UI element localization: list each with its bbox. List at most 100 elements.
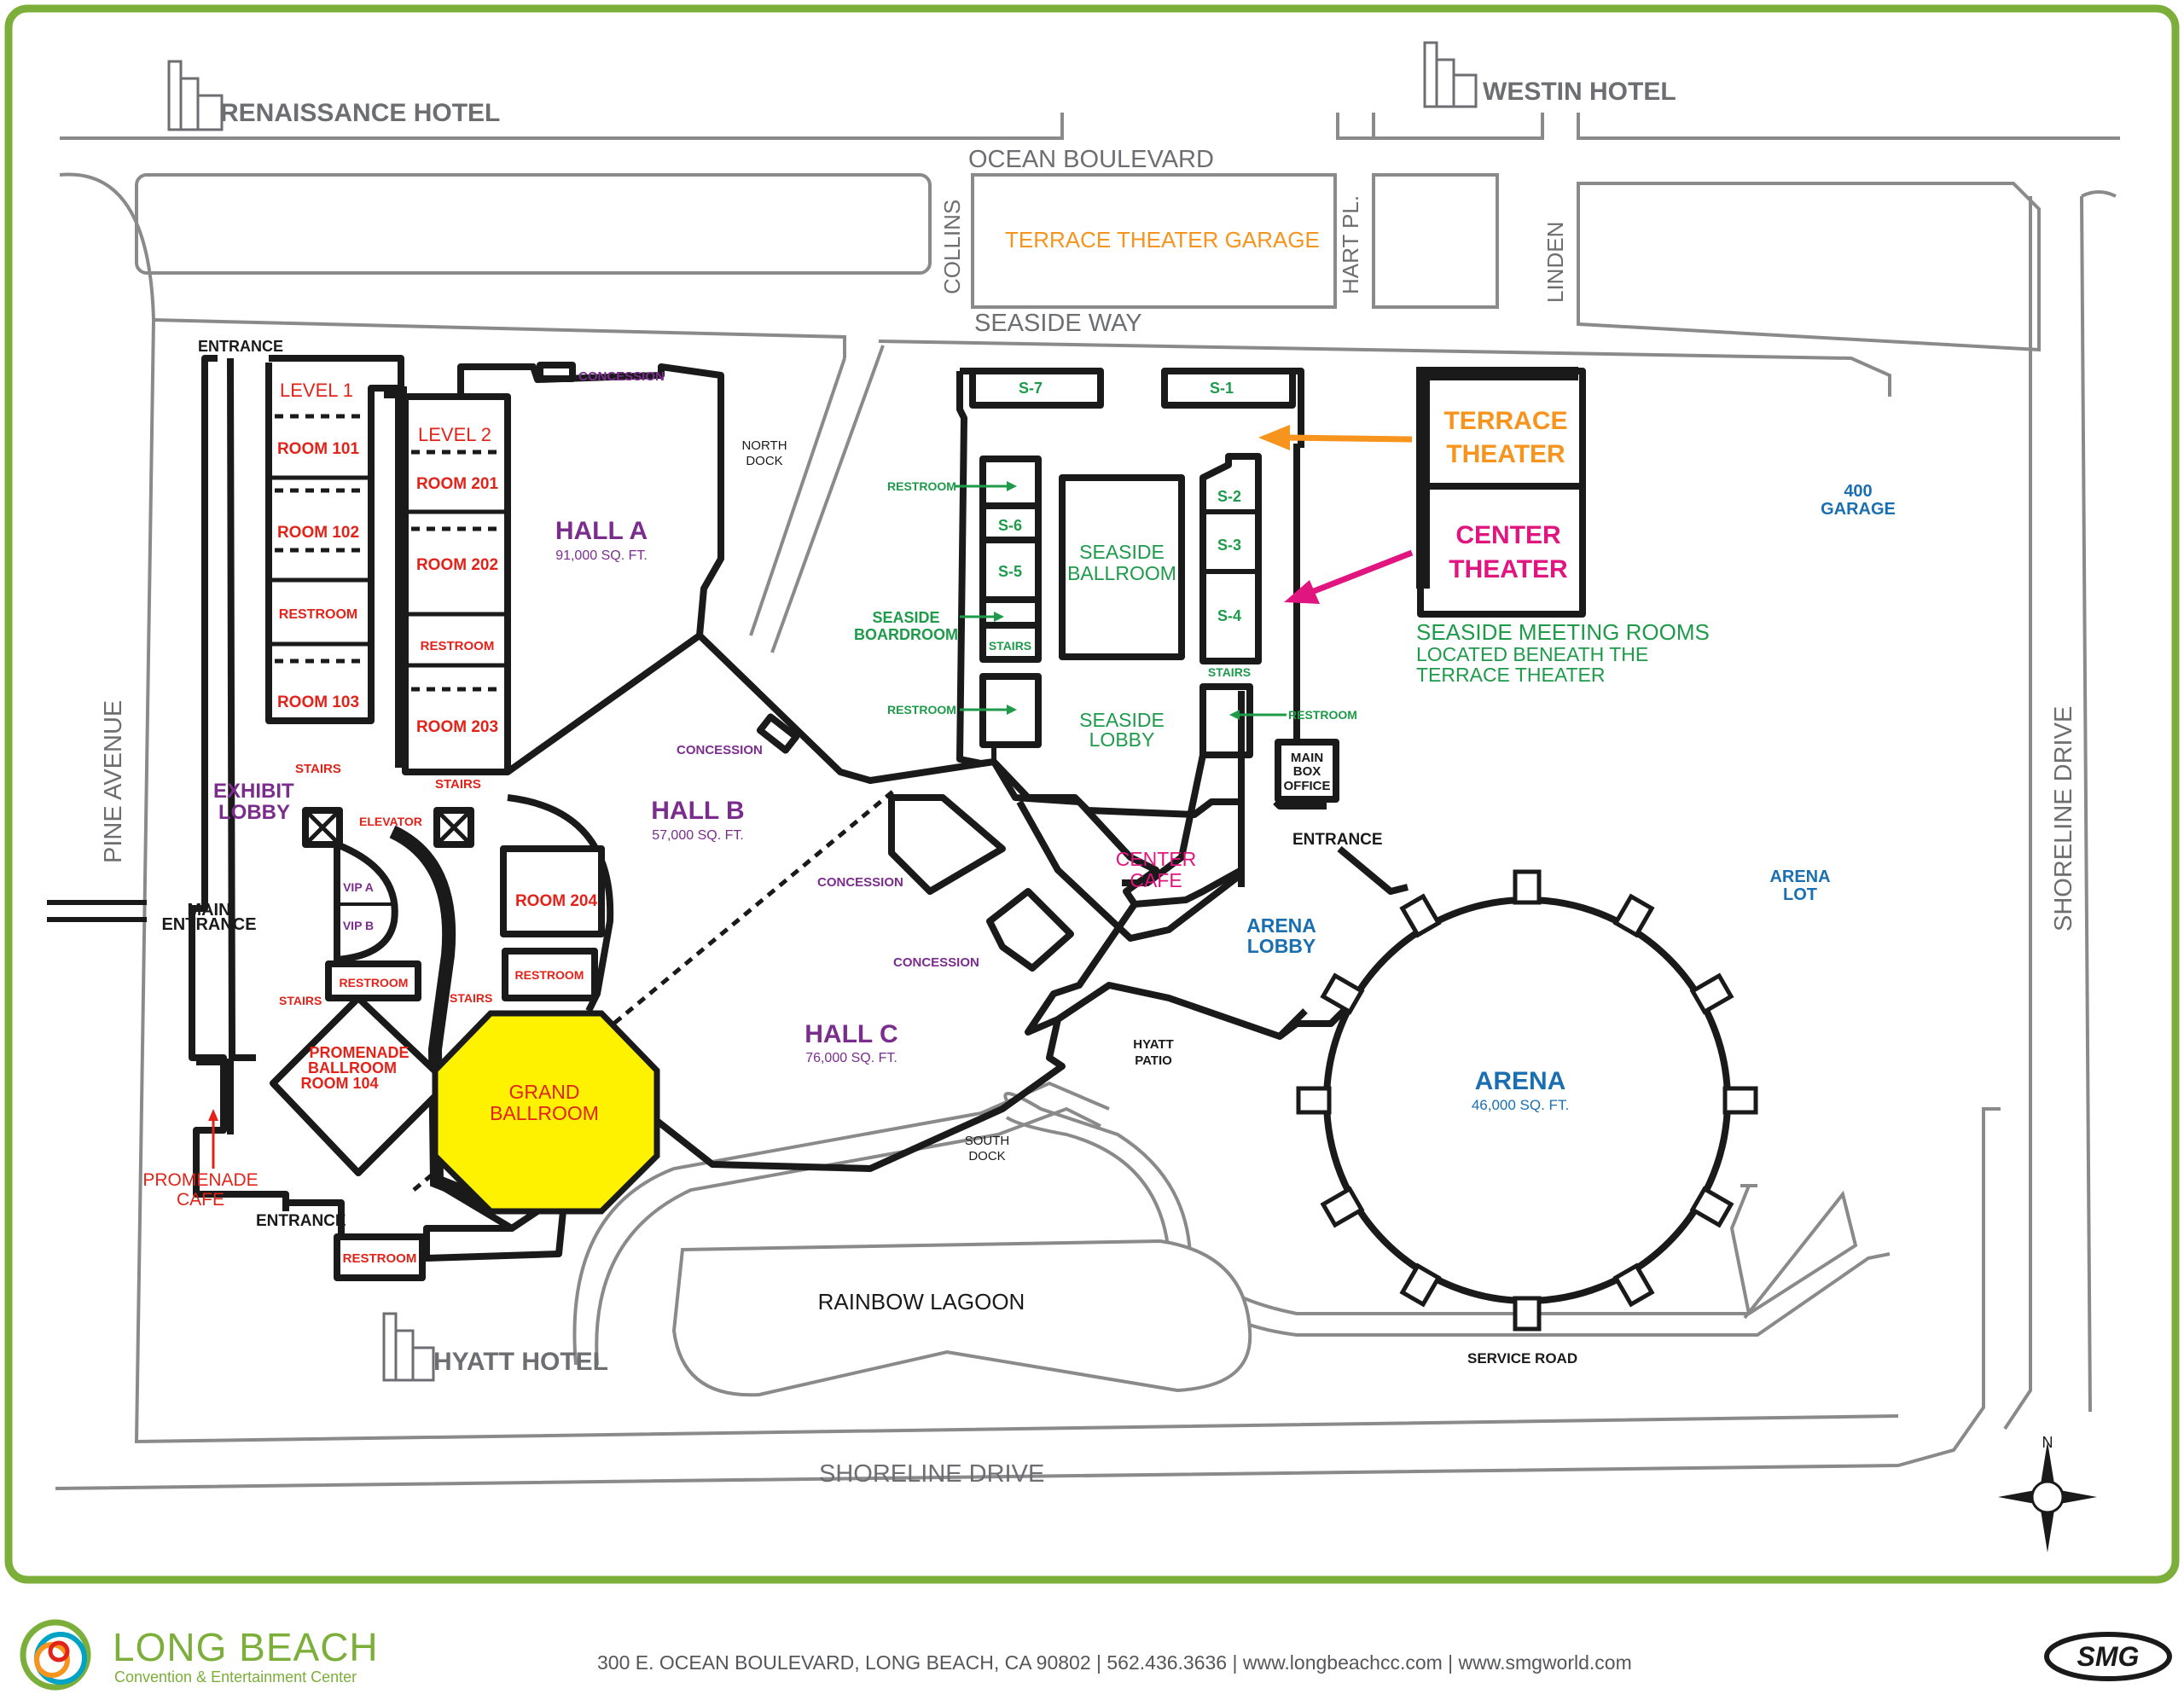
arena-gate xyxy=(1722,1086,1758,1115)
entrance-top-label: ENTRANCE xyxy=(198,338,283,355)
seaside-lobby-label-line2: LOBBY xyxy=(1089,728,1155,751)
arena-gate xyxy=(1689,1186,1734,1228)
concession-hall-a-label: CONCESSION xyxy=(578,369,665,384)
terrace-theater-garage-label: TERRACE THEATER GARAGE xyxy=(1005,227,1320,252)
seaside-lobby-label: SEASIDE xyxy=(1079,709,1165,731)
arena-lot-label-line2: LOT xyxy=(1783,885,1817,904)
north-dock-label-line2: DOCK xyxy=(746,454,782,468)
stairs-level2-label: STAIRS xyxy=(435,777,481,792)
arena-gate xyxy=(1689,972,1734,1015)
stairs-level1-label: STAIRS xyxy=(295,762,341,776)
center-theater-label-line2: THEATER xyxy=(1449,555,1568,583)
hall-b-label: HALL B xyxy=(651,797,744,825)
arena-lot-label: ARENA xyxy=(1769,868,1830,886)
promenade-ballroom-label-line2: BALLROOM xyxy=(308,1059,397,1076)
renaissance-hotel-label: RENAISSANCE HOTEL xyxy=(220,99,500,127)
stairs-seaside-left-label: STAIRS xyxy=(989,639,1031,653)
arena-building xyxy=(1277,845,1758,1332)
service-road-label: SERVICE ROAD xyxy=(1467,1350,1577,1367)
level2-label: LEVEL 2 xyxy=(418,424,491,445)
restroom-seaside-bottom-label: RESTROOM xyxy=(887,703,956,717)
collins-label: COLLINS xyxy=(939,200,965,294)
stairs-grand-label: STAIRS xyxy=(450,991,492,1005)
south-dock-label-line2: DOCK xyxy=(968,1149,1005,1163)
elevator-label: ELEVATOR xyxy=(359,815,422,828)
promenade-cafe-label-line2: CAFE xyxy=(177,1190,224,1210)
center-theater-label: CENTER xyxy=(1455,521,1561,549)
promenade-cafe-label: PROMENADE xyxy=(142,1170,258,1190)
main-entrance-label: MAIN xyxy=(187,901,230,920)
restroom-level1-label: RESTROOM xyxy=(279,607,357,622)
south-dock-label: SOUTH xyxy=(965,1134,1010,1148)
room102-label: ROOM 102 xyxy=(277,524,359,542)
concession-hall-b-label: CONCESSION xyxy=(677,743,763,757)
shoreline-drive-right-label: SHORELINE DRIVE xyxy=(2050,706,2077,931)
vip-b-label: VIP B xyxy=(343,919,374,932)
seaside-note-line1: SEASIDE MEETING ROOMS xyxy=(1416,619,1710,645)
arena-lobby-label: ARENA xyxy=(1246,914,1316,937)
entrance-bottom-label: ENTRANCE xyxy=(256,1212,346,1230)
room204-label: ROOM 204 xyxy=(515,892,598,910)
seaside-way-label: SEASIDE WAY xyxy=(974,310,1142,337)
hall-a-label: HALL A xyxy=(555,517,648,545)
arena-gate xyxy=(1320,1186,1365,1228)
room202-label: ROOM 202 xyxy=(416,556,498,574)
s4-label: S-4 xyxy=(1217,607,1241,624)
shoreline-drive-bottom-label: SHORELINE DRIVE xyxy=(819,1460,1044,1488)
long-beach-logo-icon xyxy=(20,1619,91,1691)
smg-logo-text: SMG xyxy=(2077,1641,2140,1672)
grand-ballroom-shape xyxy=(432,1010,660,1215)
exhibit-lobby-label-line2: LOBBY xyxy=(218,801,290,824)
hall-a-size: 91,000 SQ. FT. xyxy=(555,548,648,563)
restroom-seaside-top-label: RESTROOM xyxy=(887,479,956,493)
ocean-boulevard-label: OCEAN BOULEVARD xyxy=(968,146,1214,173)
arena-gate xyxy=(1296,1086,1332,1115)
hall-c-size: 76,000 SQ. FT. xyxy=(805,1051,897,1065)
arena-gate xyxy=(1612,893,1655,938)
arena-gate xyxy=(1399,1262,1442,1308)
terrace-theater-label: TERRACE xyxy=(1443,407,1567,435)
restroom-seaside-right-label: RESTROOM xyxy=(1288,708,1357,722)
arena-gate xyxy=(1612,1262,1655,1308)
s2-label: S-2 xyxy=(1217,488,1241,505)
room103-label: ROOM 103 xyxy=(277,693,359,711)
terrace-theater-label-line2: THEATER xyxy=(1446,440,1565,468)
hyatt-patio-label-line2: PATIO xyxy=(1135,1053,1172,1068)
s1-label: S-1 xyxy=(1210,380,1234,397)
pine-avenue-label: PINE AVENUE xyxy=(100,700,127,863)
grand-ballroom-label-line2: BALLROOM xyxy=(490,1102,599,1124)
smg-logo-icon: SMG xyxy=(2044,1632,2172,1681)
logo-name: LONG BEACH xyxy=(113,1625,379,1669)
vip-a-label: VIP A xyxy=(343,880,374,894)
hyatt-hotel-icon xyxy=(382,1312,435,1382)
street-outlines xyxy=(47,113,2120,1490)
arena-gate xyxy=(1320,972,1365,1015)
hyatt-hotel-label: HYATT HOTEL xyxy=(433,1348,608,1376)
restroom-vip-label: RESTROOM xyxy=(340,976,409,989)
renaissance-hotel-icon xyxy=(167,60,224,131)
arena-size: 46,000 SQ. FT. xyxy=(1472,1097,1569,1113)
seaside-boardroom-label-line2: BOARDROOM xyxy=(854,626,958,643)
garage-400-label-line2: GARAGE xyxy=(1821,500,1896,519)
concession-hall-c2-label: CONCESSION xyxy=(893,955,979,970)
garage-400-label: 400 xyxy=(1844,482,1872,501)
arena-gate xyxy=(1513,869,1542,905)
seaside-note-line3: TERRACE THEATER xyxy=(1416,664,1606,686)
seaside-boardroom-label: SEASIDE xyxy=(872,609,939,626)
westin-hotel-label: WESTIN HOTEL xyxy=(1483,78,1676,106)
concession-hall-c-label: CONCESSION xyxy=(817,875,903,890)
main-entrance-label-line2: ENTRANCE xyxy=(161,915,256,934)
promenade-ballroom-label-line3: ROOM 104 xyxy=(300,1075,378,1092)
hall-c-label: HALL C xyxy=(804,1020,897,1048)
seaside-note-line2: LOCATED BENEATH THE xyxy=(1416,643,1648,665)
directional-arrows xyxy=(208,425,1414,1169)
room101-label: ROOM 101 xyxy=(277,440,360,458)
linden-label: LINDEN xyxy=(1542,222,1568,303)
entrance-seaside-label: ENTRANCE xyxy=(1292,831,1383,849)
restroom-room204-label: RESTROOM xyxy=(515,968,584,982)
arena-gates xyxy=(1296,869,1758,1332)
center-cafe-label-line2: CAFE xyxy=(1130,869,1182,891)
hall-b-size: 57,000 SQ. FT. xyxy=(652,828,744,843)
arena-label: ARENA xyxy=(1475,1067,1566,1095)
